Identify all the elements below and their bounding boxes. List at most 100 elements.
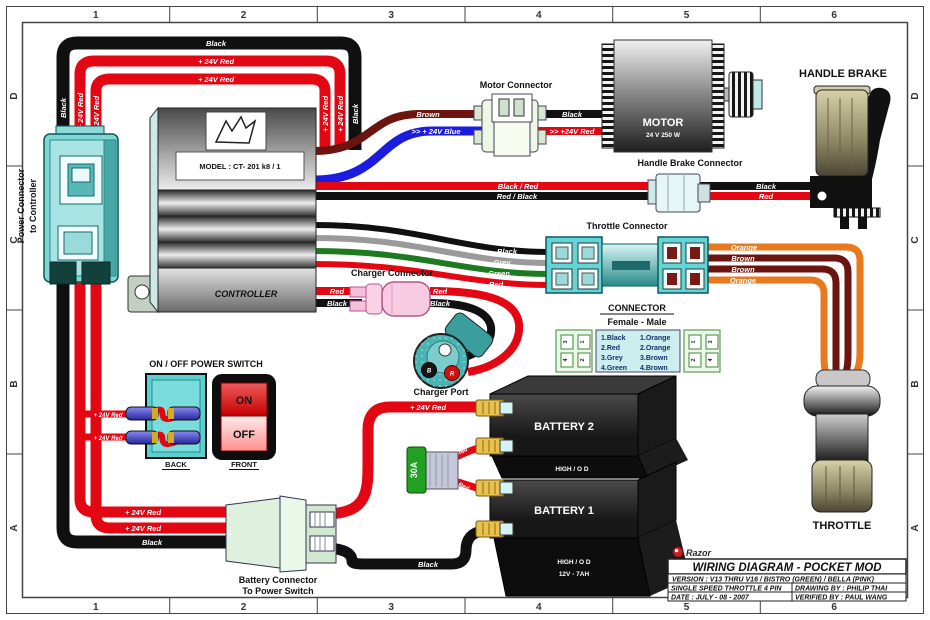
pin bbox=[560, 352, 574, 368]
switch-rocker-on bbox=[220, 382, 268, 417]
throttle-connector: Throttle Connector bbox=[545, 221, 709, 294]
row-label: A bbox=[9, 524, 20, 531]
brake-bracket bbox=[810, 176, 872, 208]
terminal-tip bbox=[499, 401, 514, 415]
throttle-connector-slot bbox=[612, 261, 650, 270]
pin bbox=[309, 535, 335, 552]
controller-bottom bbox=[157, 267, 317, 313]
motor-connector-label: Motor Connector bbox=[480, 80, 553, 90]
wire-label: Red bbox=[433, 287, 448, 296]
motor-gear bbox=[728, 71, 754, 118]
pin bbox=[577, 352, 591, 368]
wire-red-left-2 bbox=[90, 270, 240, 534]
table-cell: 4.Green bbox=[601, 365, 627, 372]
wire-label: Black bbox=[497, 247, 518, 256]
battery-connector-label-1: Battery Connector bbox=[239, 575, 318, 585]
col-label: 6 bbox=[831, 10, 837, 21]
motor-fins-left bbox=[601, 43, 616, 149]
batteries: BATTERY 2 HIGH / O D BATTERY 1 HIGH / O … bbox=[475, 375, 690, 597]
pin-ribs bbox=[314, 536, 326, 551]
terminal-crimp bbox=[168, 432, 174, 443]
pin-number: 4 bbox=[708, 358, 714, 362]
throttle-connector-label: Throttle Connector bbox=[587, 221, 668, 231]
controller-label: CONTROLLER bbox=[215, 289, 278, 299]
col-label: 2 bbox=[241, 602, 247, 613]
razor-logo-icon bbox=[672, 546, 684, 558]
power-connector-shade bbox=[103, 139, 117, 277]
wire-black-left bbox=[56, 270, 240, 549]
handle-brake: HANDLE BRAKE bbox=[799, 68, 891, 229]
brake-connector-plug bbox=[697, 183, 711, 203]
brake-connector-seams bbox=[667, 174, 685, 212]
wire-red-top-1 bbox=[74, 55, 346, 150]
wire-label: Black bbox=[756, 182, 777, 191]
table-cell: 4.Brown bbox=[640, 365, 668, 372]
wire-charger-black-right bbox=[429, 299, 496, 365]
controller-rib bbox=[157, 241, 317, 269]
verified-by-cell bbox=[791, 591, 907, 602]
wire-label: + 24V Red bbox=[76, 93, 85, 129]
wire-throttle-orange-2 bbox=[696, 276, 830, 374]
pin-number: 2 bbox=[580, 358, 586, 361]
wire-label: Brown bbox=[416, 110, 440, 119]
row-label: D bbox=[9, 92, 20, 99]
terminal-crimp bbox=[152, 408, 158, 419]
wire-label: Black / Red bbox=[498, 182, 539, 191]
wire-throttle-green bbox=[313, 248, 551, 277]
power-connector: Power Connector to Controller bbox=[16, 125, 119, 285]
wire-label: Black bbox=[206, 39, 227, 48]
throttle: THROTTLE bbox=[803, 369, 881, 532]
terminal-crimp bbox=[152, 432, 158, 443]
table-cell: 1.Black bbox=[601, 335, 626, 342]
pin-number: 3 bbox=[563, 340, 569, 343]
charger-port-label: Charger Port bbox=[413, 387, 468, 397]
motor-connector: Motor Connector bbox=[473, 80, 553, 157]
connector-table-box bbox=[595, 329, 681, 373]
switch-rocker-off bbox=[220, 415, 268, 452]
wire-charger-red-right bbox=[429, 287, 524, 376]
wire-label: + 24V Red bbox=[92, 96, 101, 132]
wire-label: Red bbox=[759, 192, 774, 201]
battery2-label: BATTERY 2 bbox=[534, 421, 594, 433]
wire-label: + 24V Red bbox=[321, 96, 330, 132]
charger-port-keypin bbox=[438, 343, 452, 357]
terminal-ribs bbox=[482, 523, 496, 535]
wire-label: Black bbox=[418, 560, 439, 569]
pin bbox=[688, 352, 702, 368]
wire-label: Black bbox=[351, 103, 360, 124]
connector-table-title: CONNECTOR bbox=[608, 303, 666, 313]
throttle-label: THROTTLE bbox=[813, 520, 872, 532]
charger-connector: Charger Connector bbox=[349, 268, 434, 317]
terminal-ribs bbox=[482, 440, 496, 452]
brand-label: Razor bbox=[686, 548, 712, 558]
throttle-grip bbox=[811, 459, 873, 513]
pin-inner bbox=[690, 273, 700, 285]
col-label: 4 bbox=[536, 10, 542, 21]
wire-label: Black bbox=[327, 299, 348, 308]
col-label: 6 bbox=[831, 602, 837, 613]
row-label: B bbox=[9, 380, 20, 387]
battery-connector-mid bbox=[279, 495, 307, 573]
switch-back-label: BACK bbox=[165, 460, 187, 469]
motor-label: MOTOR bbox=[643, 117, 684, 129]
motor-connector-lower bbox=[493, 121, 531, 157]
terminal-tip bbox=[499, 522, 514, 536]
wire-label: Black bbox=[430, 299, 451, 308]
handle-brake-label: HANDLE BRAKE bbox=[799, 68, 887, 80]
charger-port-pin-black bbox=[421, 362, 437, 378]
motor-fins-right bbox=[710, 43, 725, 149]
wire-throttle-grey bbox=[313, 235, 551, 266]
pin-inner bbox=[581, 272, 595, 286]
wire-label: Brown bbox=[731, 254, 755, 263]
terminal-ribs bbox=[482, 482, 496, 494]
switch-title: ON / OFF POWER SWITCH bbox=[149, 359, 263, 369]
motor-spec-label: 24 V 250 W bbox=[646, 132, 681, 139]
version-label: VERSION : V13 THRU V16 / BISTRO (GREEN) … bbox=[672, 577, 875, 584]
fuse-rating-plate bbox=[406, 446, 427, 494]
wire-battery-positive bbox=[323, 401, 486, 520]
wire-label: + 24V Red bbox=[125, 508, 161, 517]
border-frame bbox=[6, 6, 924, 614]
wire-throttle-orange-1 bbox=[696, 243, 864, 374]
power-connector-slot-inner bbox=[63, 231, 93, 255]
